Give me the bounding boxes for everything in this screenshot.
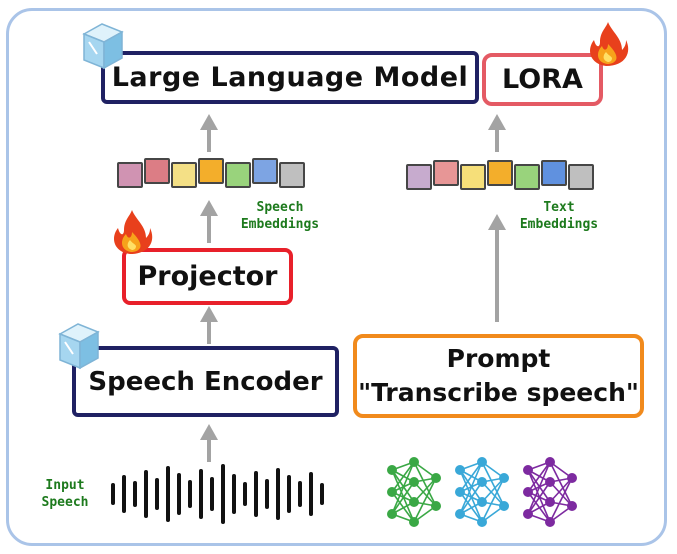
arrowhead-to-projector bbox=[200, 306, 218, 322]
projector-label: Projector bbox=[137, 261, 278, 292]
speech-embedding-token bbox=[117, 162, 143, 188]
speech-embedding-token bbox=[252, 158, 278, 184]
prompt-box: Prompt "Transcribe speech" bbox=[353, 334, 644, 418]
text-embedding-token bbox=[541, 160, 567, 186]
neural-network-icons bbox=[387, 457, 577, 527]
text-embedding-token bbox=[460, 164, 486, 190]
text-embedding-token bbox=[568, 164, 594, 190]
speech-embedding-token bbox=[225, 162, 251, 188]
speech-embedding-token bbox=[144, 158, 170, 184]
ice-cube-icon bbox=[58, 323, 100, 370]
lora-box: LORA bbox=[482, 53, 603, 106]
text-embedding-token bbox=[487, 160, 513, 186]
speech-embedding-token bbox=[279, 162, 305, 188]
text-embedding-token bbox=[406, 164, 432, 190]
speech-encoder-box: Speech Encoder bbox=[72, 346, 339, 417]
neural-network-icon bbox=[387, 457, 441, 527]
lora-label: LORA bbox=[502, 64, 583, 95]
llm-label: Large Language Model bbox=[111, 62, 469, 93]
speech-embedding-token bbox=[198, 158, 224, 184]
text-embedding-token bbox=[433, 160, 459, 186]
prompt-title: Prompt bbox=[446, 344, 551, 373]
flame-icon bbox=[114, 210, 153, 254]
arrowhead-to-text-emb bbox=[488, 214, 506, 230]
text-embedding-token bbox=[514, 164, 540, 190]
prompt-text: "Transcribe speech" bbox=[358, 378, 639, 407]
llm-box: Large Language Model bbox=[101, 51, 479, 104]
diagram-frame bbox=[6, 8, 667, 546]
arrowhead-to-speech-emb bbox=[200, 200, 218, 216]
waveform-icon bbox=[111, 464, 324, 524]
neural-network-icon bbox=[455, 457, 509, 527]
arrowhead-to-llm bbox=[200, 114, 218, 130]
arrowhead-to-lora bbox=[488, 114, 506, 130]
ice-cube-icon bbox=[82, 23, 124, 70]
flame-icon bbox=[590, 22, 629, 66]
arrowhead-to-encoder bbox=[200, 424, 218, 440]
speech-embedding-token bbox=[171, 162, 197, 188]
projector-box: Projector bbox=[122, 248, 293, 305]
neural-network-icon bbox=[523, 457, 577, 527]
speech-encoder-label: Speech Encoder bbox=[88, 366, 323, 397]
